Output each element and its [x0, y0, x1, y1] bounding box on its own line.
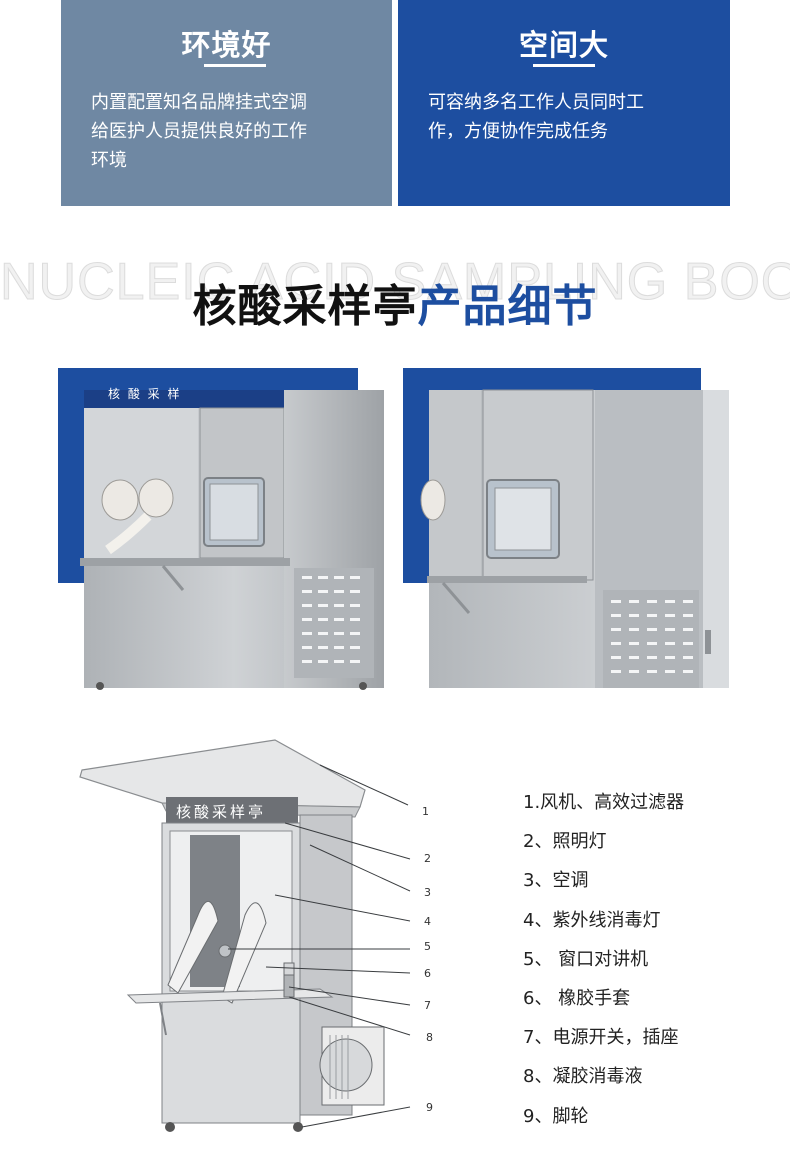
diagram-sign: 核酸采样亭 — [176, 803, 267, 821]
section-title-details: 产品细节 — [417, 281, 598, 332]
feature-line: 可容纳多名工作人员同时工 — [428, 92, 644, 113]
legend-item: 1.风机、高效过滤器 — [523, 792, 685, 813]
booth-diagram: 核酸采样亭 1 2 3 4 5 6 7 8 9 — [70, 735, 450, 1135]
section-title-product: 核酸采样亭 — [192, 281, 418, 332]
legend-item: 7、电源开关，插座 — [523, 1027, 679, 1049]
feature-line: 内置配置知名品牌挂式空调 — [91, 92, 307, 113]
legend-item: 3、空调 — [523, 870, 589, 892]
photo-sign: 核 酸 采 样 — [108, 387, 182, 401]
callout-4: 4 — [424, 915, 431, 928]
callout-7: 7 — [424, 999, 431, 1012]
feature-card-environment: 环境好 内置配置知名品牌挂式空调 给医护人员提供良好的工作 环境 — [61, 0, 392, 206]
legend-item: 9、脚轮 — [523, 1105, 589, 1127]
legend-item: 6、 橡胶手套 — [523, 987, 631, 1009]
parts-legend: 1.风机、高效过滤器 2、照明灯 3、空调 4、紫外线消毒灯 5、 窗口对讲机 … — [523, 790, 773, 1143]
callout-3: 3 — [424, 886, 431, 899]
callout-6: 6 — [424, 967, 431, 980]
detail-photo-window — [403, 368, 729, 692]
detail-photo-glove-port: 核 酸 采 样 — [58, 368, 388, 692]
legend-item: 5、 窗口对讲机 — [523, 948, 649, 970]
title-underline — [204, 64, 266, 67]
feature-description: 可容纳多名工作人员同时工 作，方便协作完成任务 — [428, 88, 710, 146]
feature-title: 空间大 — [518, 28, 609, 62]
feature-line: 作，方便协作完成任务 — [428, 121, 608, 142]
legend-item: 2、照明灯 — [523, 831, 607, 853]
callout-5: 5 — [424, 940, 431, 953]
feature-line: 给医护人员提供良好的工作 — [91, 121, 307, 142]
callout-1: 1 — [422, 805, 429, 818]
callout-2: 2 — [424, 852, 431, 865]
feature-line: 环境 — [91, 150, 127, 171]
callout-8: 8 — [426, 1031, 433, 1044]
section-title: 核酸采样亭产品细节 — [0, 270, 790, 334]
feature-title: 环境好 — [181, 28, 272, 62]
legend-item: 8、凝胶消毒液 — [523, 1066, 643, 1088]
callout-9: 9 — [426, 1101, 433, 1114]
title-underline — [533, 64, 595, 67]
legend-item: 4、紫外线消毒灯 — [523, 909, 661, 931]
heading-watermark: NUCLEIC ACID SAMPLING BOOTH — [0, 253, 790, 312]
feature-description: 内置配置知名品牌挂式空调 给医护人员提供良好的工作 环境 — [91, 88, 367, 175]
feature-card-space: 空间大 可容纳多名工作人员同时工 作，方便协作完成任务 — [398, 0, 730, 206]
